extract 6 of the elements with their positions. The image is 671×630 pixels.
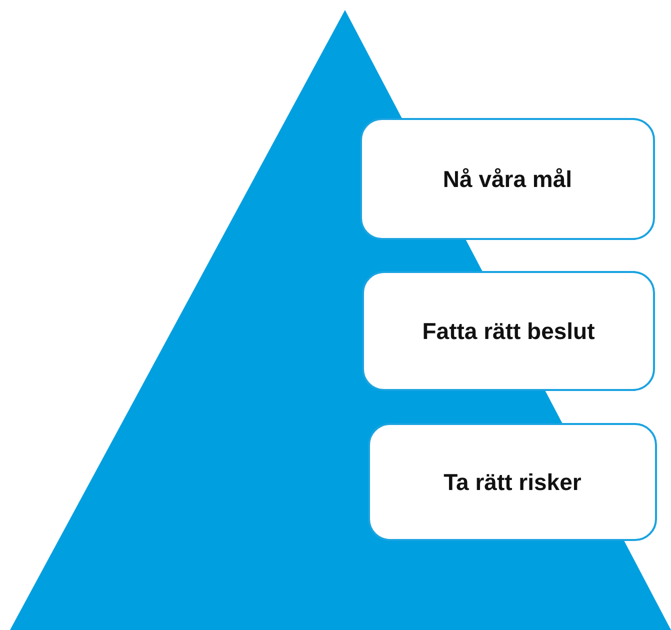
- level-box: [368, 423, 657, 541]
- level-label: Ta rätt risker: [444, 468, 582, 496]
- level-box: [360, 118, 655, 240]
- level-box: [362, 271, 655, 391]
- level-label: Fatta rätt beslut: [422, 318, 595, 344]
- level-label: Nå våra mål: [442, 166, 572, 192]
